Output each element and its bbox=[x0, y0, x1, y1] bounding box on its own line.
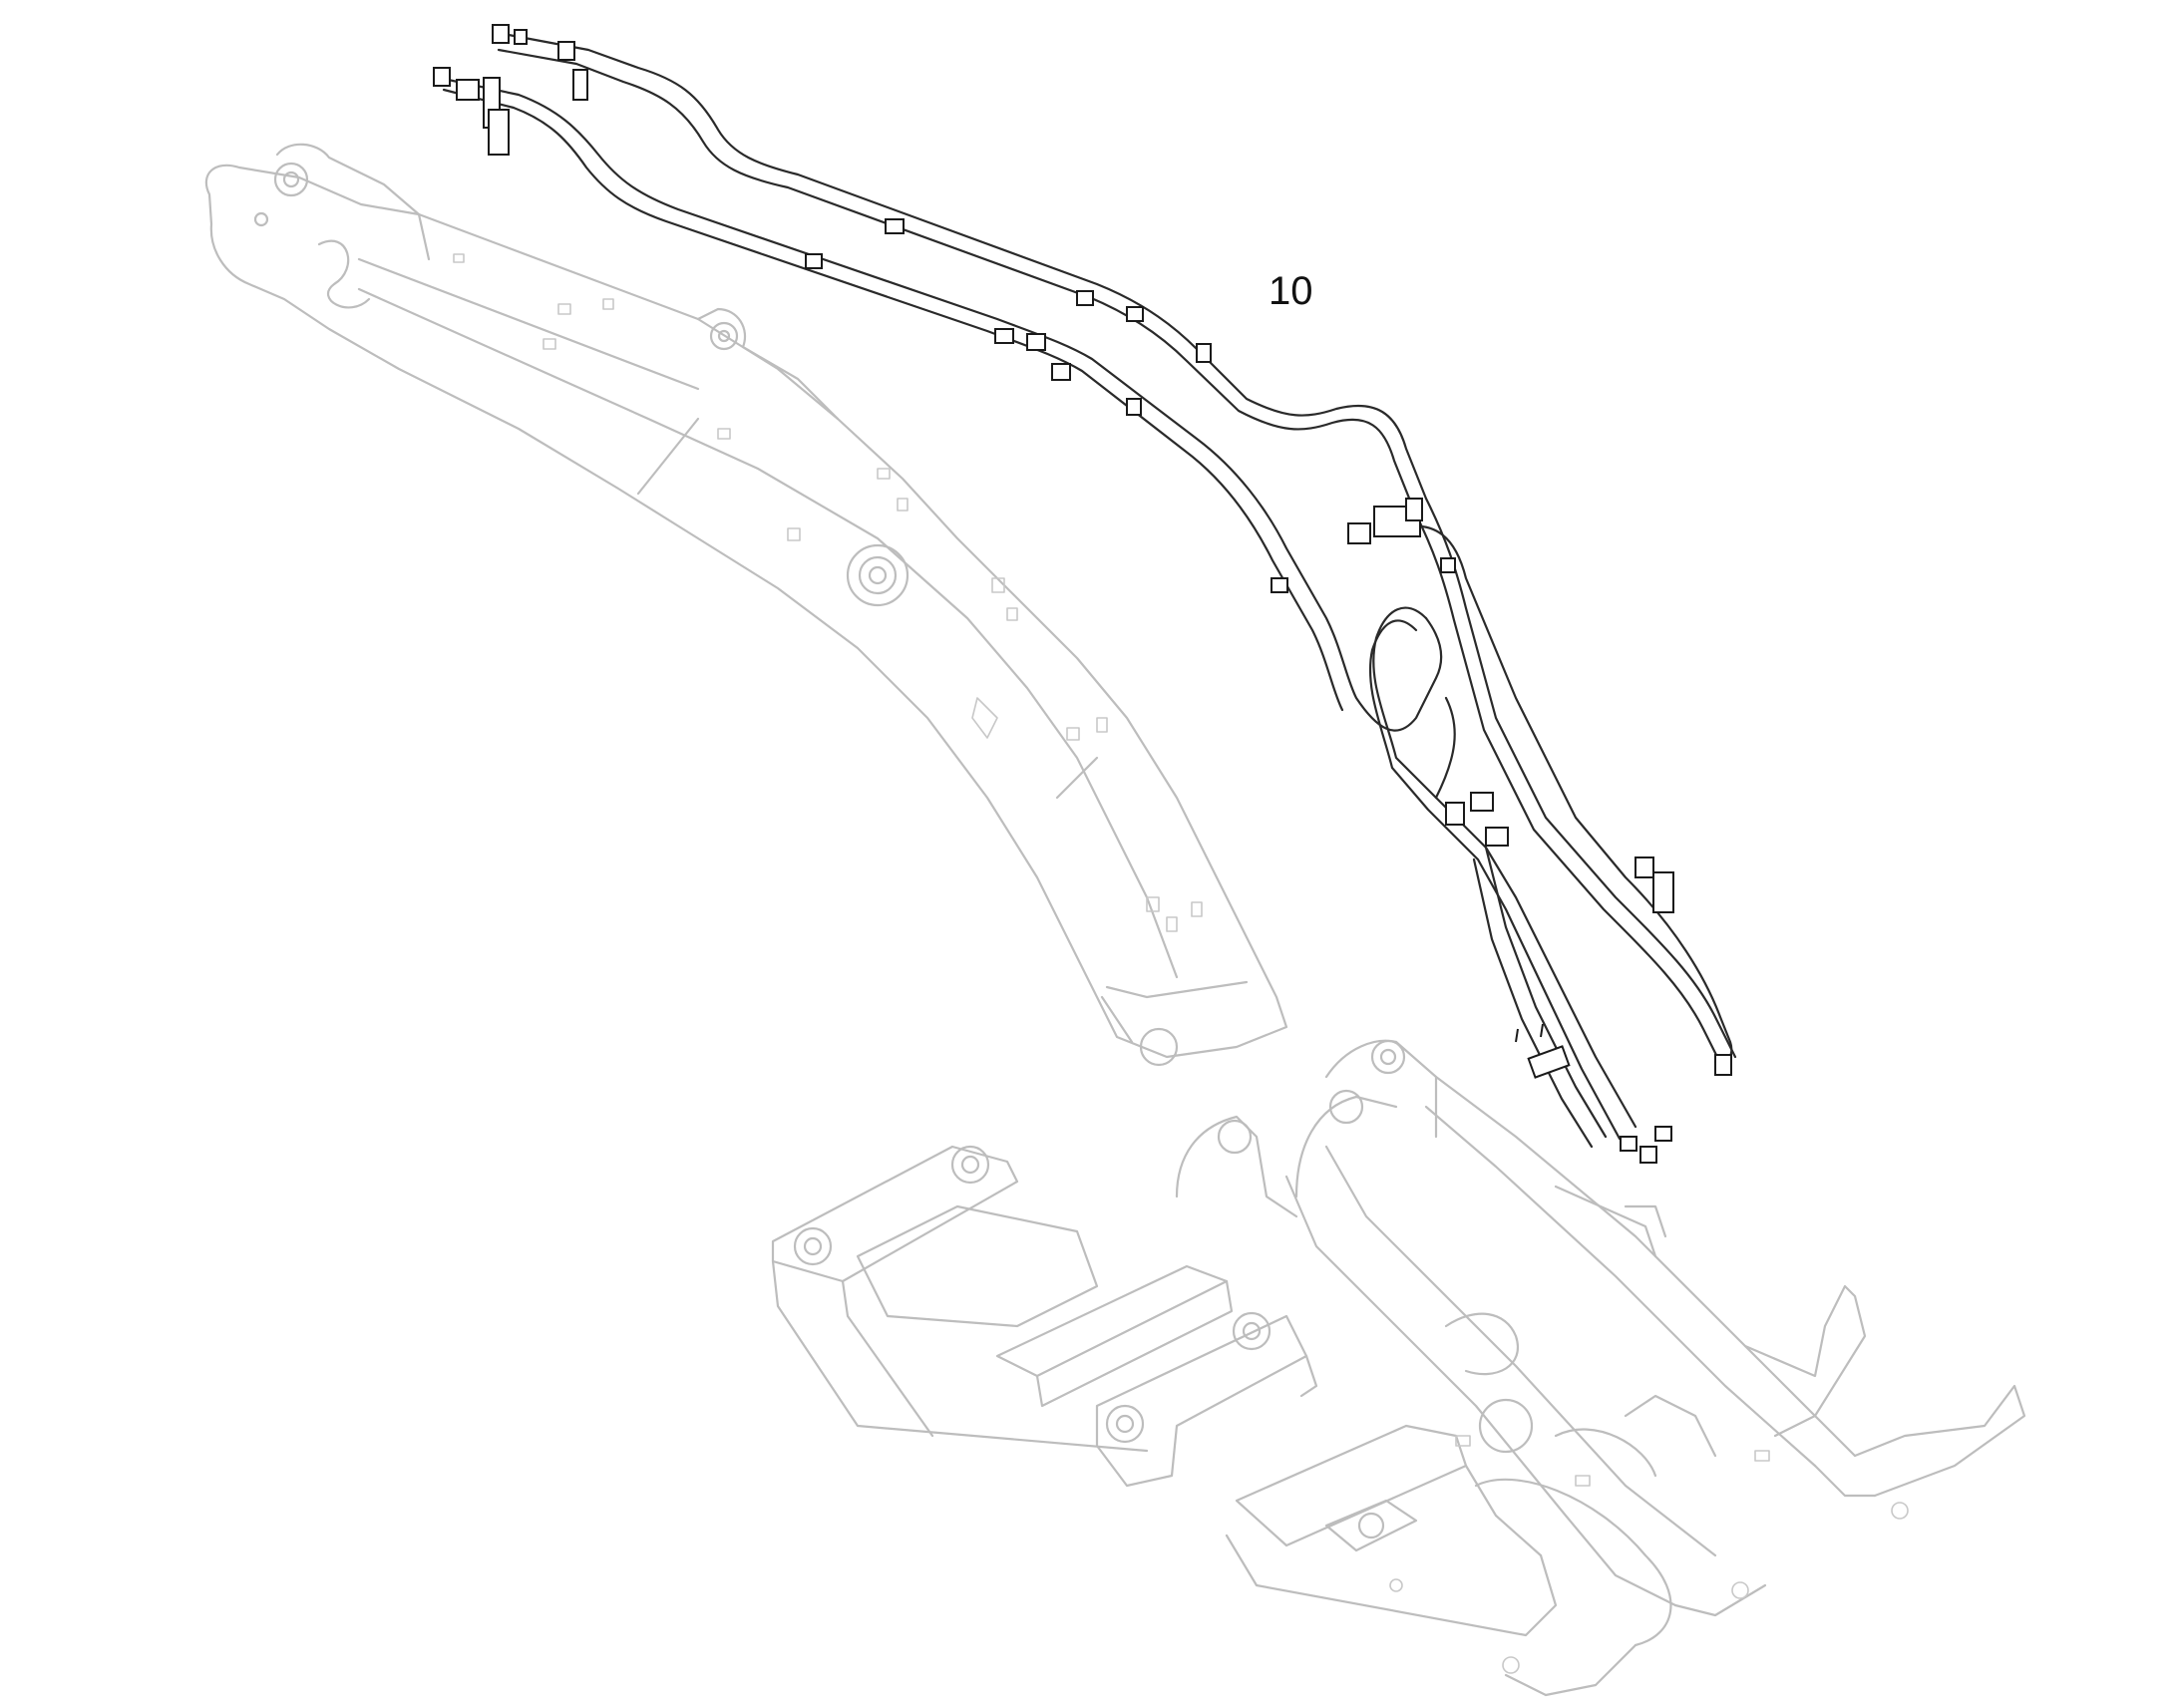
upper-frame bbox=[771, 1039, 2026, 1697]
callout-label: 10 bbox=[1269, 269, 1313, 313]
boom bbox=[204, 143, 1288, 1067]
pipe-clamps bbox=[433, 24, 1732, 1164]
hydraulic-lines bbox=[437, 33, 1737, 1149]
